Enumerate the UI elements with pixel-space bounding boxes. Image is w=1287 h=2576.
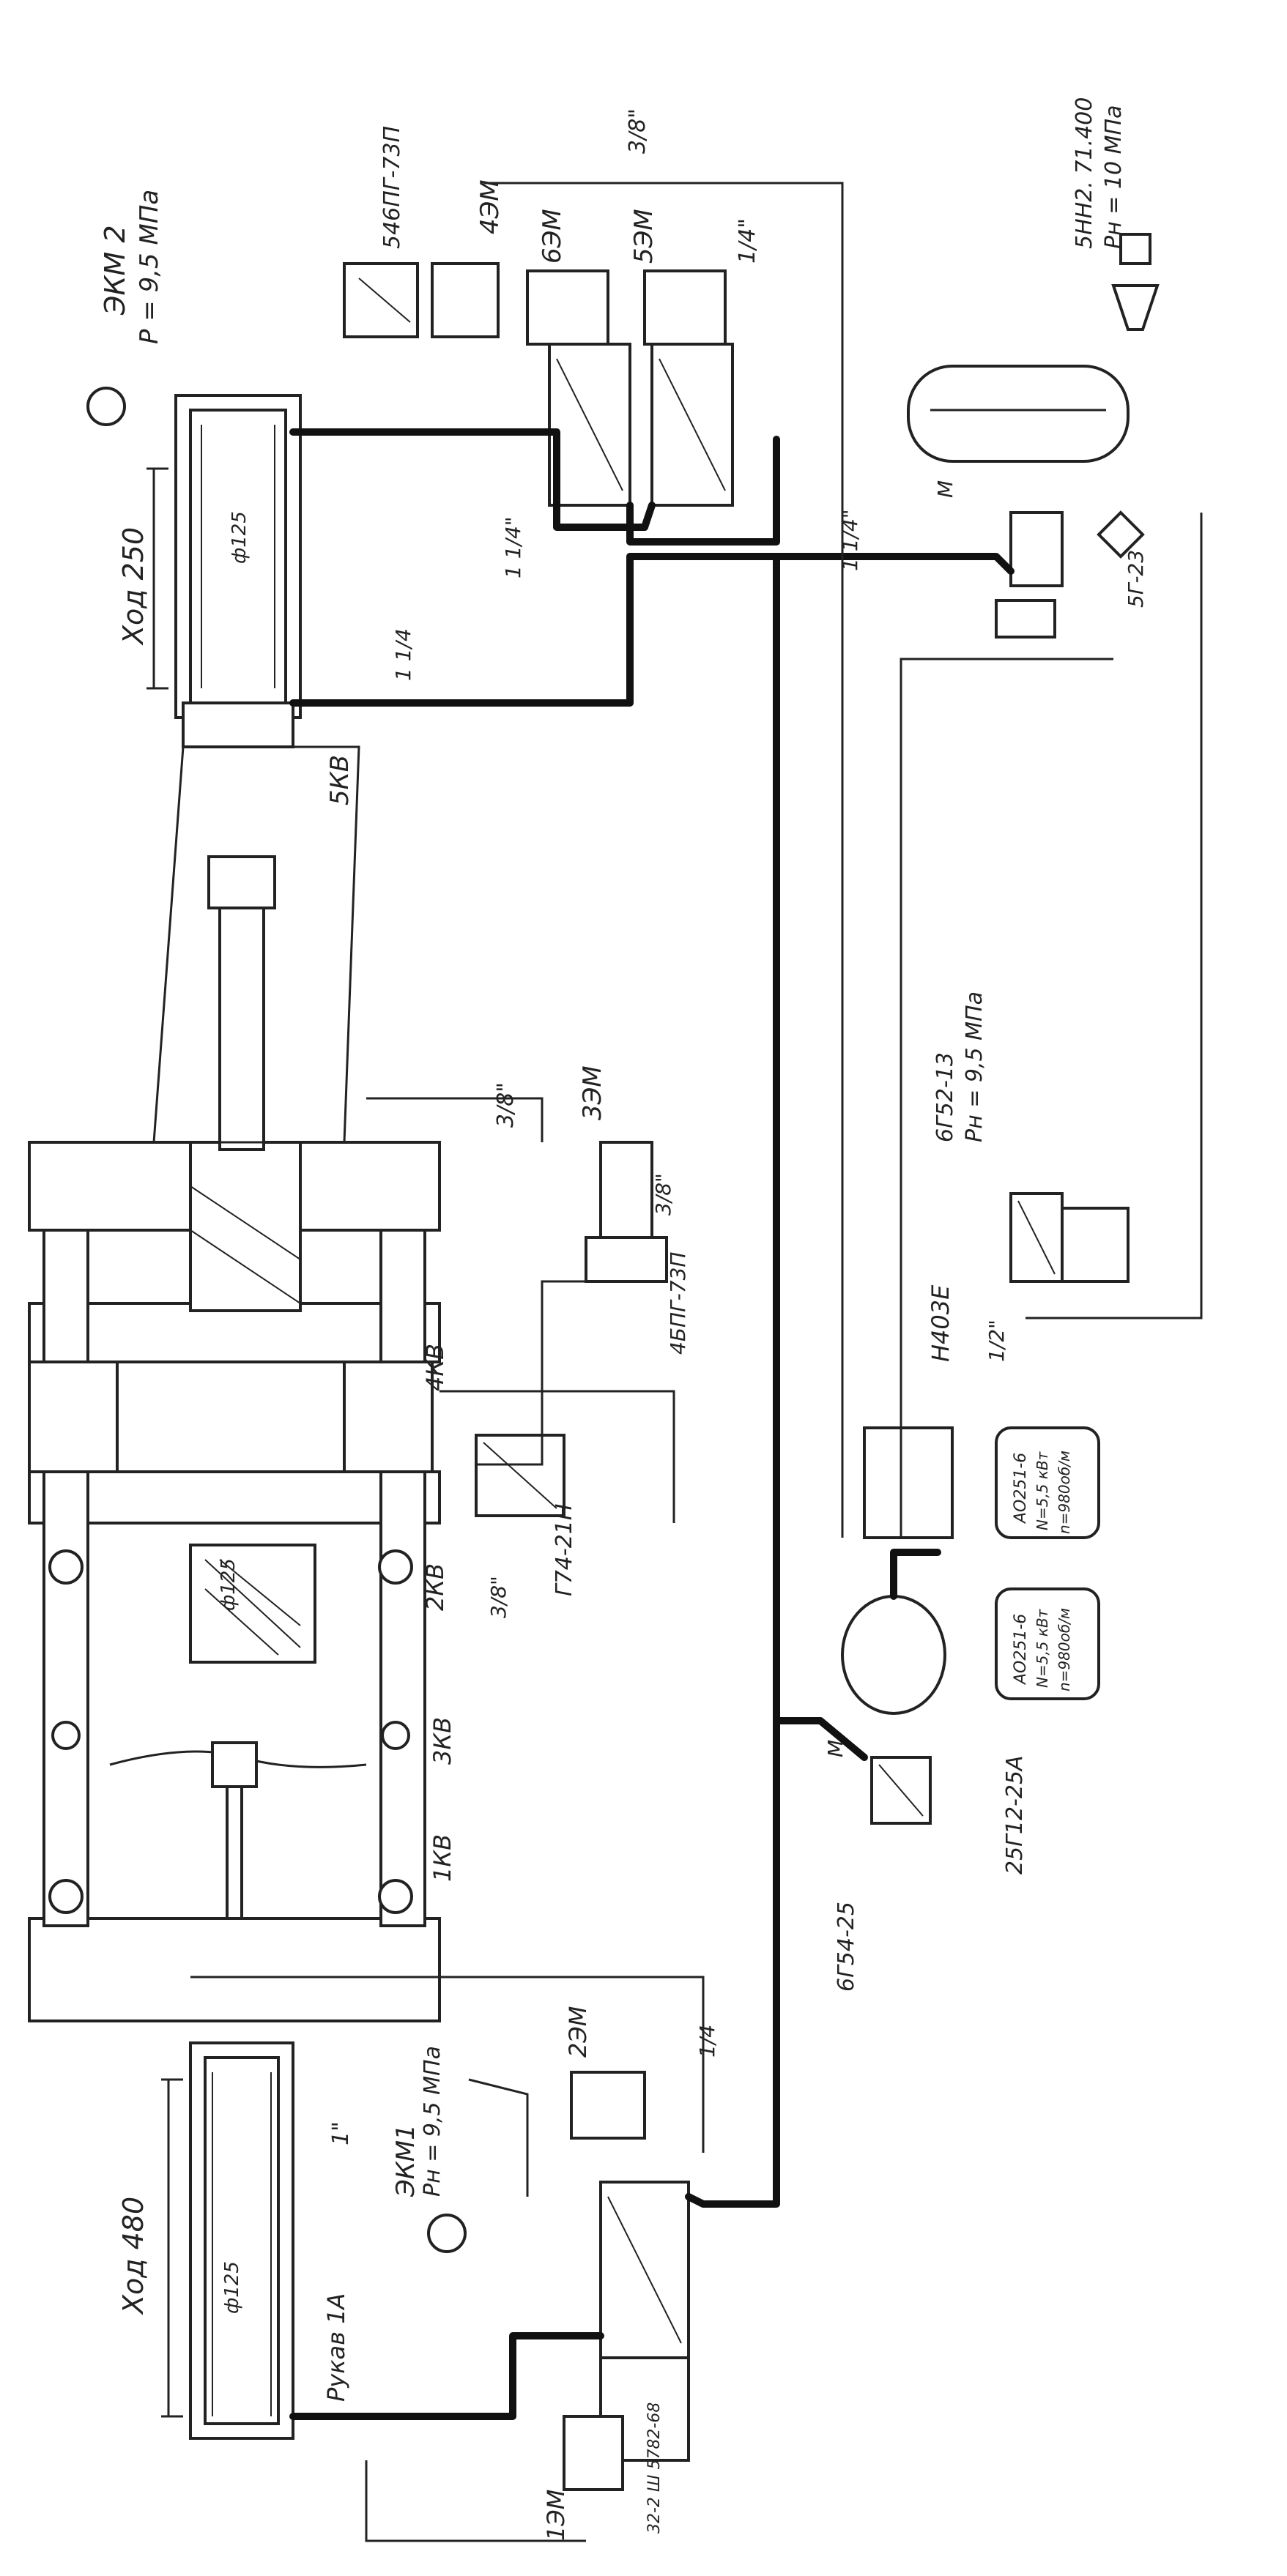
filter-5g xyxy=(1097,510,1145,559)
label-motor1-rpm: n=980об/м xyxy=(1056,1451,1073,1534)
label-phi125-top: ф125 xyxy=(229,511,251,564)
label-1em: 1ЭМ xyxy=(542,2490,570,2541)
drain-lines xyxy=(190,182,1203,2542)
label-4kv: 4КВ xyxy=(421,1344,449,1391)
label-pipe-38-mid: 3/8" xyxy=(493,1082,519,1128)
label-pipe-114-b: 1 1/4 xyxy=(391,628,415,681)
valve-g74 xyxy=(475,1434,565,1517)
motor-block-2 xyxy=(841,1587,1100,1715)
label-2em: 2ЭМ xyxy=(564,2006,592,2058)
label-pipe-38-top: 3/8" xyxy=(625,108,650,154)
pump-5nn xyxy=(1111,233,1160,331)
bottom-cylinder xyxy=(161,2041,294,2440)
accumulator-tank xyxy=(907,365,1130,463)
label-pump-25g: 25Г12-25А xyxy=(1002,1755,1028,1875)
relief-valve-6g xyxy=(1009,1192,1130,1283)
valve-2em xyxy=(570,2071,690,2462)
label-ekm1-p: Рн = 9,5 МПа xyxy=(420,2046,445,2197)
label-6em: 6ЭМ xyxy=(538,209,567,264)
label-pipe-14-bottom: 1/4 xyxy=(695,2025,719,2058)
press-frame xyxy=(28,745,441,2022)
label-5em: 5ЭМ xyxy=(629,209,659,264)
annotations: ЭКМ 2 Р = 9,5 МПа 546ПГ-73П 4ЭМ 6ЭМ 5ЭМ … xyxy=(99,97,1148,2541)
label-3kv: 3КВ xyxy=(429,1717,456,1765)
label-ekm2-p: Р = 9,5 МПа xyxy=(135,190,164,344)
label-phi125-bottom: ф125 xyxy=(221,2261,243,2314)
label-pipe-38-mid2: 3/8" xyxy=(651,1173,675,1216)
label-1kv: 1КВ xyxy=(429,1834,456,1882)
label-hod-250: Ход 250 xyxy=(117,527,149,646)
label-pipe-114-c: 1 1/4" xyxy=(838,509,862,571)
label-valve-546: 546ПГ-73П xyxy=(379,126,405,249)
label-valve-32: 32-2 Ш 5782-68 xyxy=(645,2402,664,2534)
check-assembly xyxy=(995,511,1064,639)
label-motor2: АО251-6 xyxy=(1012,1614,1030,1686)
label-motor2-rpm: n=980об/м xyxy=(1056,1608,1073,1691)
label-motor1: АО251-6 xyxy=(1012,1453,1030,1525)
label-filter-5g: 5Г-23 xyxy=(1124,550,1148,608)
label-pump-5nn: 5НН2. 71.400 xyxy=(1072,97,1097,249)
label-valve-g74: Г74-21Н xyxy=(552,1504,577,1596)
valve-1em xyxy=(563,2415,624,2491)
label-hod-480: Ход 480 xyxy=(117,2197,149,2315)
pressure-lines xyxy=(289,428,1015,2420)
label-pump-5nn-p: Рн = 10 МПа xyxy=(1101,105,1127,249)
label-phi125-mid: ф125 xyxy=(218,1558,240,1611)
label-pipe-14-top: 1/4" xyxy=(735,218,760,264)
label-relief-6g-p: Рн = 9,5 МПа xyxy=(962,991,987,1142)
valve-6em xyxy=(526,269,631,507)
label-pump-6g: 6Г54-25 xyxy=(834,1902,859,1992)
gauge-ekm1-icon xyxy=(427,2214,467,2253)
top-cylinder xyxy=(146,394,302,748)
label-3em: 3ЭМ xyxy=(578,1065,607,1120)
label-pipe-1: 1" xyxy=(328,2121,354,2145)
label-motor-m-top: М xyxy=(933,480,957,498)
label-5kv: 5КВ xyxy=(325,755,355,805)
label-valve-n403: Н403Е xyxy=(927,1284,954,1362)
valve-3em xyxy=(585,1141,668,1283)
valve-5em xyxy=(643,269,734,507)
valve-546 xyxy=(343,262,500,338)
label-ekm2: ЭКМ 2 xyxy=(99,225,131,316)
label-motor1-n: N=5,5 кВт xyxy=(1034,1451,1051,1530)
label-motor-m-bottom: М xyxy=(823,1740,848,1757)
label-valve-4bpg: 4БПГ-73П xyxy=(666,1252,690,1355)
label-relief-6g: 6Г52-13 xyxy=(932,1052,958,1142)
label-pipe-114-a: 1 1/4" xyxy=(501,516,525,578)
pump-6g xyxy=(870,1756,932,1825)
label-ekm1: ЭКМ1 xyxy=(391,2124,420,2197)
label-4em: 4ЭМ xyxy=(475,179,505,234)
label-rukav: Рукав 1А xyxy=(322,2293,350,2402)
label-motor2-n: N=5,5 кВт xyxy=(1034,1608,1051,1688)
label-2kv: 2КВ xyxy=(421,1563,449,1611)
label-pipe-38-low: 3/8" xyxy=(486,1576,511,1618)
label-pipe-12: 1/2" xyxy=(984,1319,1009,1362)
motor-block-1 xyxy=(863,1426,1100,1539)
gauge-ekm2-icon xyxy=(86,387,126,426)
